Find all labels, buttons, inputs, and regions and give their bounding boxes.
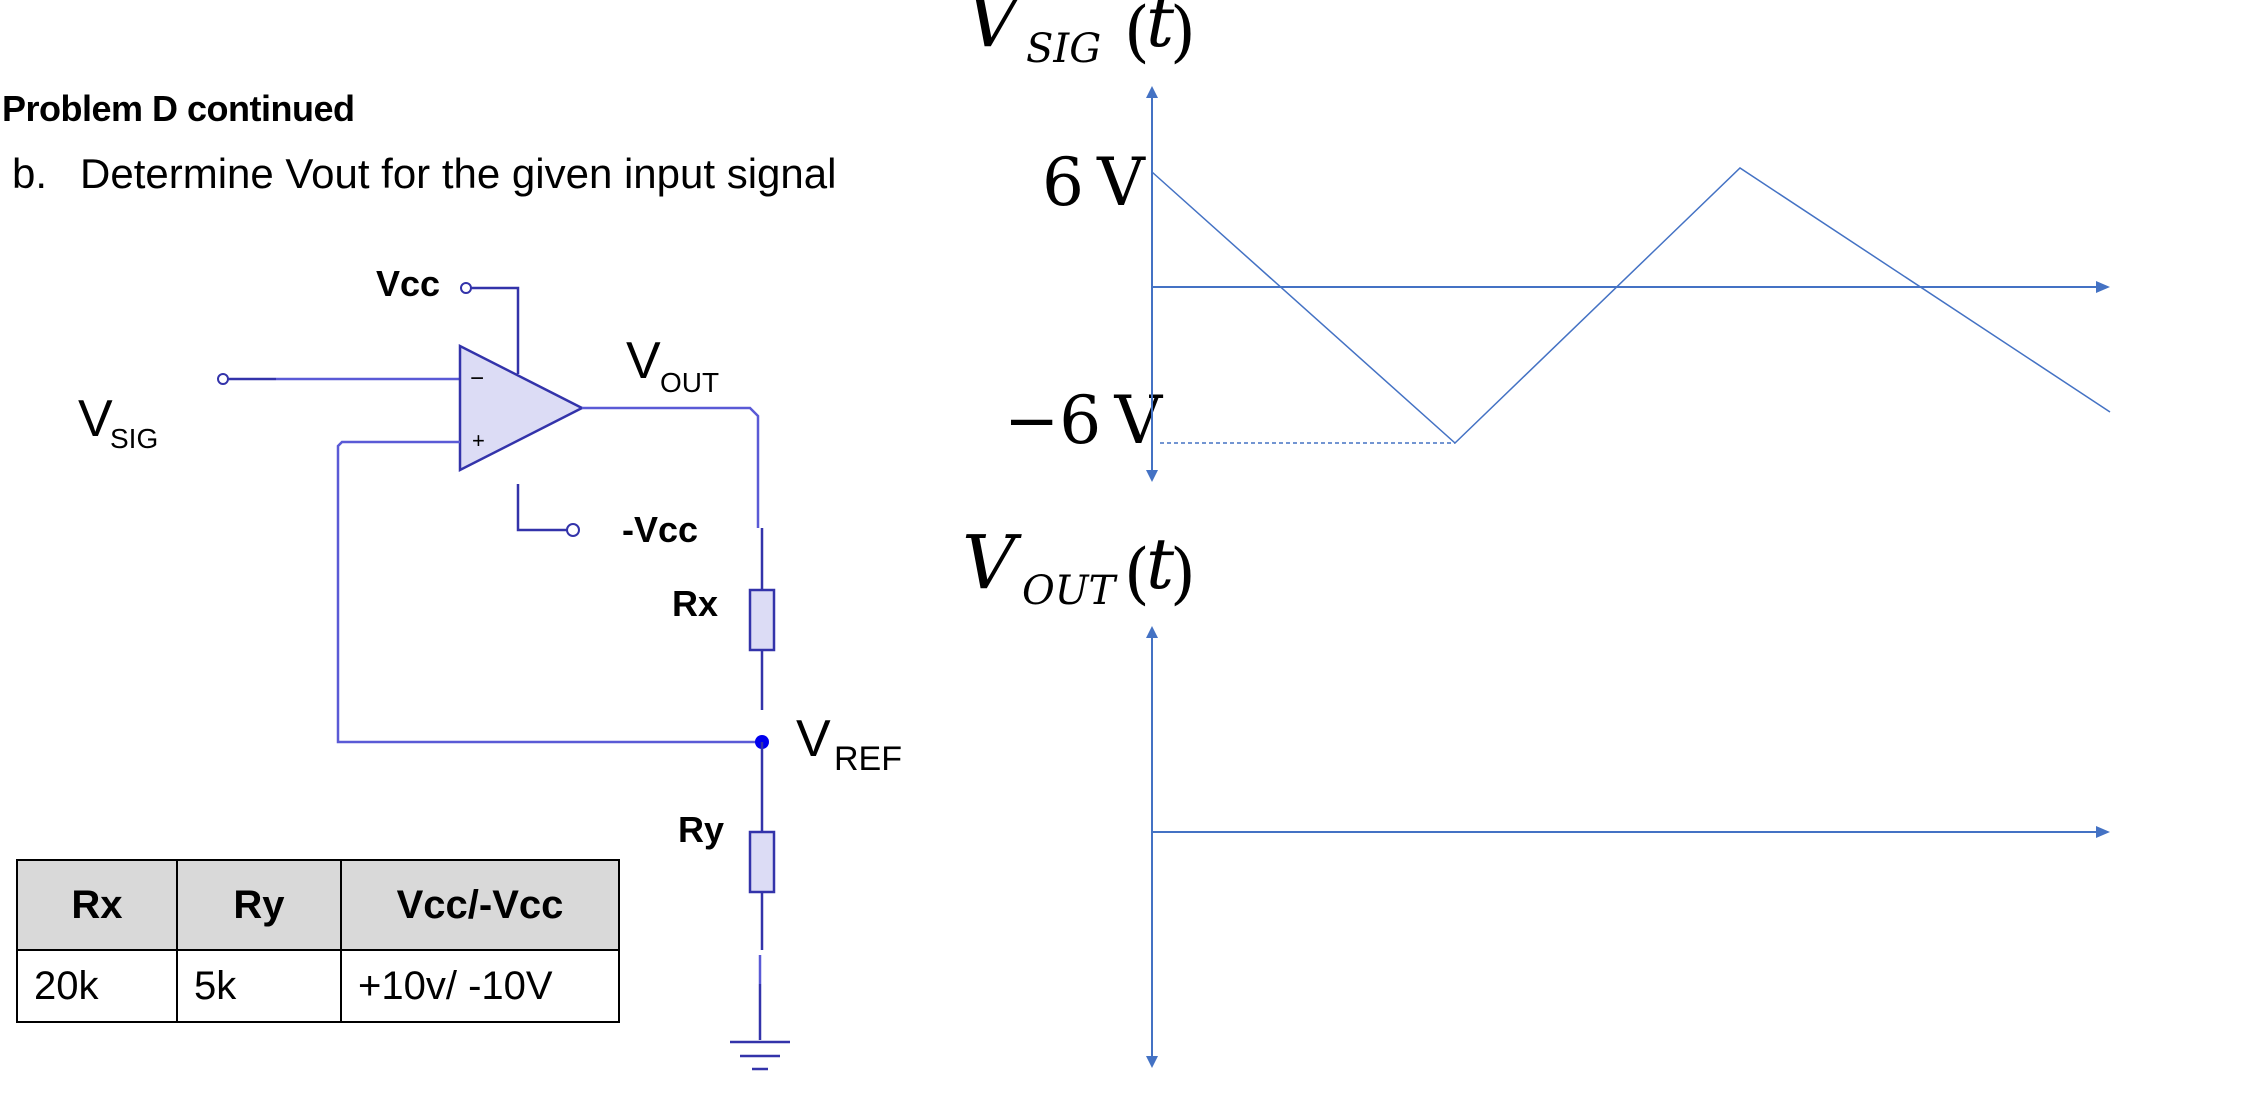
table-cell: 5k (176, 949, 342, 1023)
question-text: b. Determine Vout for the given input sig… (12, 150, 836, 198)
ry-label: Ry (678, 809, 724, 850)
vsig-label: V SIG (78, 390, 158, 454)
vsig-label-main: V (78, 390, 113, 448)
table-cell: 20k (16, 949, 178, 1023)
vout-y-arrow-top (1146, 626, 1158, 638)
vsig-graph: V SIG ( t ) 6 V −6 V (966, 0, 2111, 482)
op-amp-minus-sign: − (470, 365, 484, 392)
table-header-cell: Rx (16, 859, 178, 951)
neg-vcc-label: -Vcc (622, 509, 698, 550)
vsig-waveform (1151, 167, 2111, 445)
question-body: Determine Vout for the given input signa… (80, 150, 837, 197)
vout-label-sub: OUT (660, 367, 719, 398)
circuit-schematic (217, 282, 790, 1071)
vref-label-sub: REF (834, 740, 902, 778)
vout-title-open-paren: ( (1124, 535, 1150, 612)
table-row: 20k 5k +10v/ -10V (16, 949, 620, 1023)
question-letter: b. (12, 150, 48, 197)
vsig-title-sub: SIG (1026, 26, 1101, 72)
vref-label-main: V (796, 710, 831, 768)
table-header-row: Rx Ry Vcc/-Vcc (16, 859, 620, 951)
vcc-terminal (460, 282, 472, 294)
vout-x-arrow (2096, 826, 2110, 838)
vsig-terminal (217, 373, 229, 385)
vout-y-arrow-bottom (1146, 1056, 1158, 1068)
neg-vcc-wire (516, 484, 568, 532)
vcc-label: Vcc (376, 263, 440, 304)
vsig-title-main: V (966, 0, 1026, 64)
neg-vcc-terminal (566, 523, 580, 537)
vout-graph-title: V OUT ( t ) (962, 520, 1196, 614)
vcc-wire (471, 286, 520, 374)
vout-title-close-paren: ) (1170, 535, 1196, 612)
vsig-y-top-label: 6 V (1042, 144, 1146, 221)
problem-title: Problem D continued (2, 88, 355, 129)
table-header-cell: Ry (176, 859, 342, 951)
feedback-wire (336, 440, 762, 744)
vsig-label-sub: SIG (110, 423, 158, 454)
vsig-y-arrow-top (1146, 86, 1158, 98)
table-cell: +10v/ -10V (340, 949, 620, 1023)
vsig-title-arg: t (1146, 0, 1175, 63)
vout-title-main: V (962, 520, 1022, 606)
vsig-y-bottom-label: −6 V (1004, 382, 1163, 459)
vsig-y-arrow-bottom (1146, 470, 1158, 482)
op-amp-plus-sign: + (472, 428, 485, 453)
ry-resistor (748, 830, 776, 894)
vref-label: V REF (796, 710, 902, 778)
vsig-x-arrow (2096, 281, 2110, 293)
vout-title-arg: t (1146, 523, 1175, 605)
vsig-title-close-paren: ) (1170, 0, 1196, 70)
rx-label: Rx (672, 583, 718, 624)
vsig-title-open-paren: ( (1124, 0, 1150, 70)
rx-resistor (748, 588, 776, 652)
vout-graph: V OUT ( t ) (962, 520, 2110, 1068)
vout-label: V OUT (626, 332, 719, 398)
vout-title-sub: OUT (1022, 568, 1119, 614)
vsig-graph-title: V SIG ( t ) (966, 0, 1196, 72)
table-header-cell: Vcc/-Vcc (340, 859, 620, 951)
op-amp-symbol (458, 343, 585, 473)
component-values-table: Rx Ry Vcc/-Vcc 20k 5k +10v/ -10V (16, 859, 620, 1023)
vout-label-main: V (626, 332, 661, 390)
vout-line (610, 406, 760, 528)
